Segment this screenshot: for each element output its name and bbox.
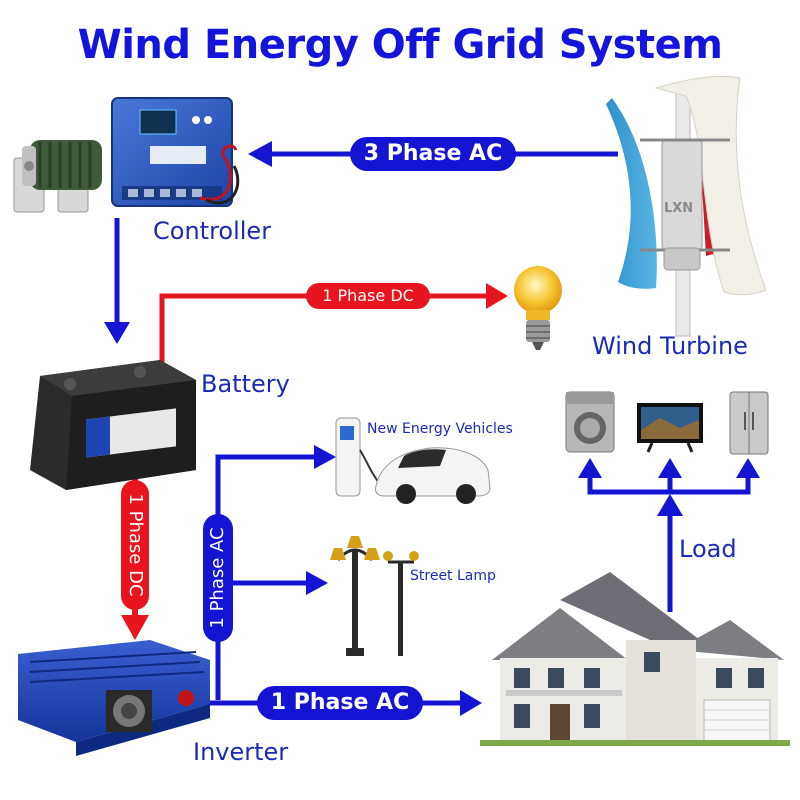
tv-icon — [637, 403, 703, 453]
resistor-icon — [13, 140, 102, 213]
battery-icon — [30, 360, 196, 490]
turbine-brand-label: LXN — [664, 201, 694, 216]
street-lamp-icon — [330, 536, 419, 656]
one-phase-ac-bottom-pill: 1 Phase AC — [257, 686, 423, 720]
ev-charger-icon — [335, 417, 393, 497]
page-title: Wind Energy Off Grid System — [77, 22, 723, 68]
wind-turbine-icon — [606, 76, 767, 337]
three-phase-ac-pill: 3 Phase AC — [350, 137, 516, 171]
house-icon — [480, 572, 790, 746]
load-label: Load — [679, 535, 737, 563]
inverter-label: Inverter — [193, 738, 289, 766]
one-phase-dc-top-pill: 1 Phase DC — [306, 283, 430, 309]
controller-label: Controller — [153, 217, 272, 245]
car-icon — [375, 447, 491, 504]
load-line — [578, 458, 760, 612]
battery-label: Battery — [201, 370, 290, 398]
one-phase-ac-vertical-pill: 1 Phase AC — [203, 514, 233, 642]
one-phase-dc-vertical-pill: 1 Phase DC — [121, 480, 149, 610]
street-lamp-label: Street Lamp — [410, 568, 496, 584]
new-energy-vehicles-label: New Energy Vehicles — [367, 421, 513, 437]
inverter-icon — [18, 640, 210, 756]
controller-battery-line — [104, 218, 130, 344]
wind-turbine-label: Wind Turbine — [592, 332, 748, 360]
washing-machine-icon — [565, 391, 615, 453]
refrigerator-icon — [729, 391, 769, 455]
light-bulb-icon — [514, 266, 562, 350]
one-phase-ac-vertical-line — [215, 445, 336, 700]
controller-icon — [111, 97, 240, 207]
